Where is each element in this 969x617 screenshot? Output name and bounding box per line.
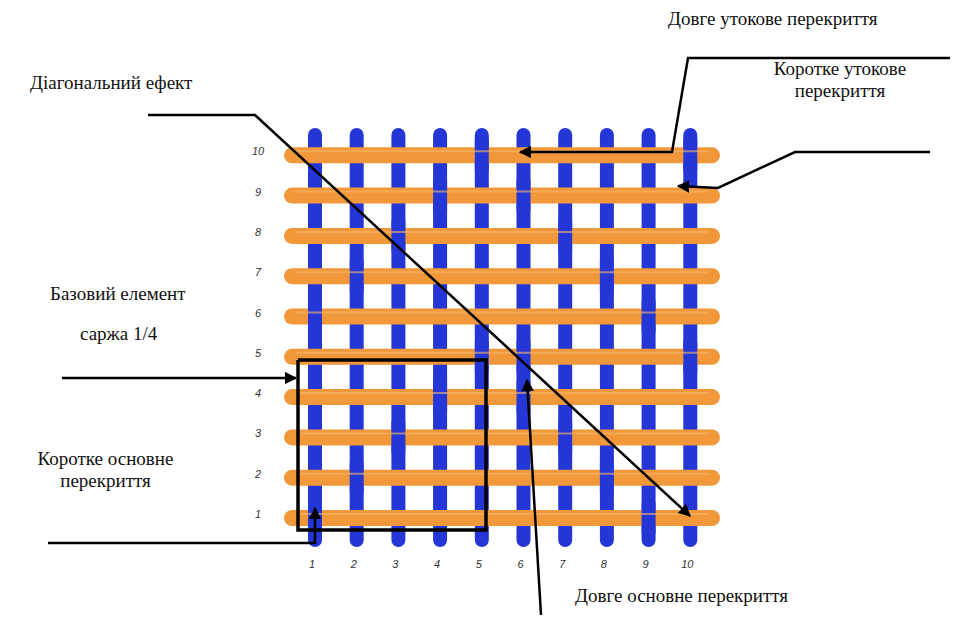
label: Довге основне перекриття — [575, 585, 788, 607]
column-number: 8 — [596, 558, 612, 571]
diagonal-arrow — [148, 115, 690, 516]
column-number: 3 — [387, 558, 403, 571]
weft-thread — [292, 147, 712, 163]
label: Коротке основне перекриття — [8, 448, 203, 493]
thread-highlight — [296, 312, 708, 314]
warp-overlap — [350, 464, 364, 492]
column-number: 6 — [513, 558, 529, 571]
thread-highlight — [296, 352, 708, 354]
thread-highlight — [296, 513, 708, 515]
column-number: 4 — [429, 558, 445, 571]
leader-line — [520, 58, 950, 152]
warp-overlap — [558, 423, 572, 451]
thread-highlight — [296, 271, 708, 273]
warp-overlap — [350, 262, 364, 290]
leader-line — [527, 380, 541, 615]
thread-highlight — [296, 191, 708, 193]
leader-line — [48, 508, 315, 543]
warp-overlap — [433, 182, 447, 210]
column-number: 7 — [554, 558, 570, 571]
label: Базовий елемент — [50, 283, 186, 305]
warp-overlap — [308, 303, 322, 331]
leader-line — [62, 377, 296, 380]
weft-thread — [292, 188, 712, 204]
warp-overlap — [517, 182, 531, 210]
weft-thread — [292, 228, 712, 244]
thread-highlight — [296, 392, 708, 394]
thread-highlight — [296, 231, 708, 233]
warp-overlap — [475, 141, 489, 169]
row-number: 2 — [250, 468, 266, 481]
label: Діагональний ефект — [30, 72, 192, 94]
row-number: 3 — [250, 427, 266, 440]
column-number: 5 — [471, 558, 487, 571]
row-number: 7 — [250, 266, 266, 279]
label: Коротке утокове перекриття — [740, 58, 940, 103]
warp-overlap — [558, 222, 572, 250]
base-element-frame — [298, 360, 486, 530]
label: саржа 1/4 — [80, 323, 157, 345]
column-number: 1 — [304, 558, 320, 571]
row-number: 6 — [250, 307, 266, 320]
weft-thread — [292, 429, 712, 445]
warp-overlap — [683, 343, 697, 371]
row-number: 9 — [250, 186, 266, 199]
weft-thread — [292, 349, 712, 365]
warp-overlap — [683, 141, 697, 169]
row-number: 1 — [250, 508, 266, 521]
row-number: 5 — [250, 347, 266, 360]
warp-overlap — [642, 303, 656, 331]
column-number: 9 — [638, 558, 654, 571]
label: Довге утокове перекриття — [668, 8, 878, 30]
leader-lines — [48, 58, 950, 615]
warp-overlap — [433, 383, 447, 411]
warp-overlap — [600, 464, 614, 492]
leader-line — [678, 152, 930, 188]
column-number: 10 — [679, 558, 695, 571]
column-number: 2 — [346, 558, 362, 571]
warp-overlap — [642, 504, 656, 532]
row-number: 8 — [250, 226, 266, 239]
weft-thread — [292, 389, 712, 405]
warp-overlap — [600, 262, 614, 290]
row-number: 4 — [250, 387, 266, 400]
row-number: 10 — [250, 145, 266, 158]
thread-highlight — [296, 432, 708, 434]
warp-overlap — [391, 423, 405, 451]
